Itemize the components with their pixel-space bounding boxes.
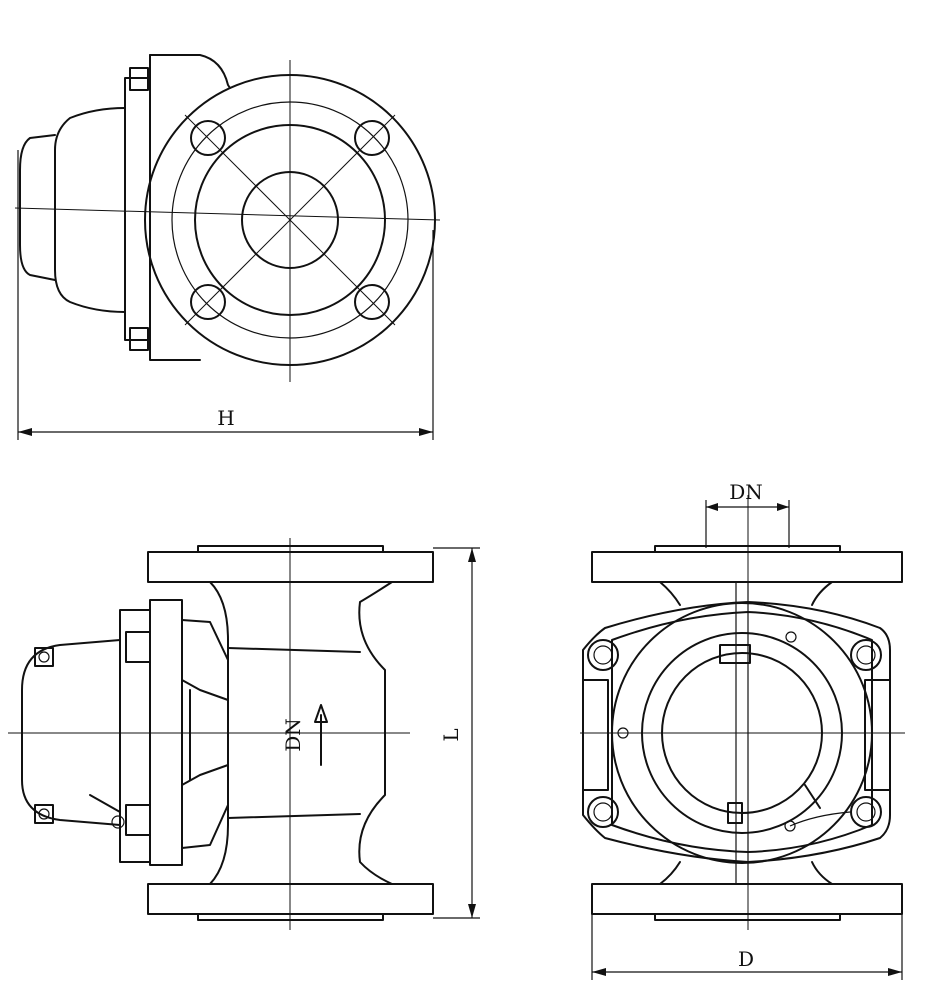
height-dimension-label: H [217,406,234,430]
side-view: DN L [8,538,480,930]
nominal-diameter-label: DN [729,480,763,504]
bolt-hole [190,120,226,156]
bolt-hole [850,796,882,828]
top-view: H [14,54,441,440]
length-dimension-label: L [439,728,463,741]
flow-direction-marking: DN [281,718,305,752]
bolt-hole [354,120,390,156]
bolt-hole [587,639,619,671]
bolt-hole [587,796,619,828]
bolt-hole [354,284,390,320]
bolt-hole [850,639,882,671]
front-view: DN D [580,480,905,980]
width-dimension-label: D [738,947,754,971]
bolt-hole [190,284,226,320]
